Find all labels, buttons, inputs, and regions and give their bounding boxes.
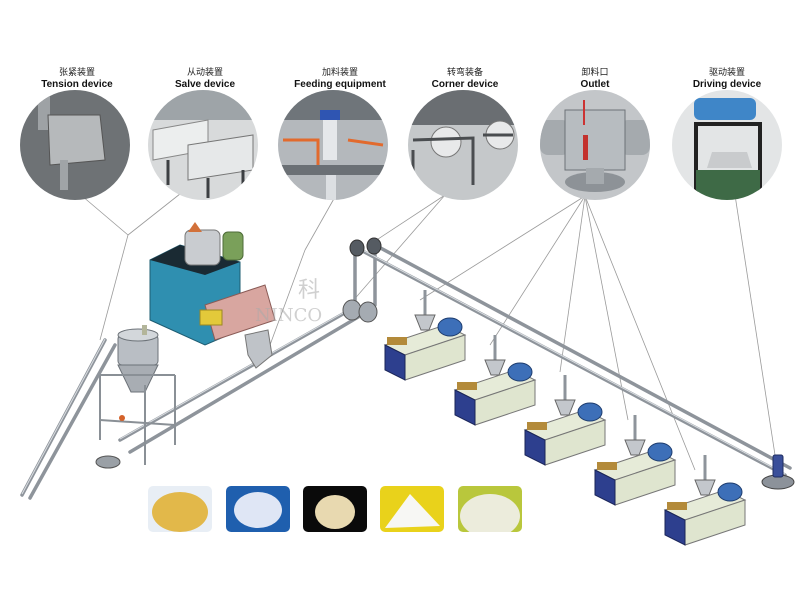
label-en: Feeding equipment [294, 79, 386, 90]
label-en: Outlet [580, 79, 610, 90]
callout-driving: 驱动装置 Driving device [662, 68, 792, 91]
outlet-photo [540, 90, 650, 200]
callout-salve: 从动装置 Salve device [140, 68, 270, 91]
extruders [383, 290, 747, 546]
label-cn: 转弯装备 [446, 68, 483, 78]
storage-silo [95, 325, 176, 469]
label-cn: 卸料口 [581, 68, 609, 78]
label-en: Tension device [41, 79, 113, 90]
watermark-cn: 科 [298, 278, 321, 303]
callout-tension: 张紧装置 Tension device [12, 68, 142, 91]
conveyor-drive [761, 454, 795, 490]
corner-wheels [342, 237, 382, 323]
sample-fine-granular [458, 486, 522, 532]
salve-device-photo [148, 90, 258, 200]
label-en: Corner device [431, 79, 499, 90]
watermark-en: NINCO [255, 305, 323, 326]
callout-feeding: 加料装置 Feeding equipment [275, 68, 405, 91]
extruder-5 [663, 455, 747, 546]
extruder-4 [593, 415, 677, 506]
label-en: Driving device [692, 79, 762, 90]
callout-outlet: 卸料口 Outlet [530, 68, 660, 91]
label-cn: 从动装置 [186, 68, 223, 78]
label-en: Salve device [174, 79, 236, 90]
sample-clear-pellets [226, 486, 290, 532]
tension-device-photo [20, 90, 130, 200]
conveyor-tubes [20, 243, 792, 500]
sample-white-powder [380, 486, 444, 532]
extruder-3 [523, 375, 607, 466]
label-cn: 驱动装置 [708, 68, 745, 78]
conveyor-tube-highlights [21, 245, 786, 495]
sample-beige-powder [303, 486, 367, 532]
extruder-1 [383, 290, 467, 381]
mixer-unit [149, 222, 276, 369]
label-cn: 张紧装置 [58, 68, 95, 78]
leader-lines [74, 187, 776, 471]
label-cn: 加料装置 [321, 68, 358, 78]
driving-device-photo [672, 90, 782, 200]
sample-yellow-granules [148, 486, 212, 532]
corner-device-photo [408, 90, 518, 200]
callout-corner: 转弯装备 Corner device [400, 68, 530, 91]
feeding-equipment-photo [278, 90, 388, 200]
extruder-2 [453, 335, 537, 426]
